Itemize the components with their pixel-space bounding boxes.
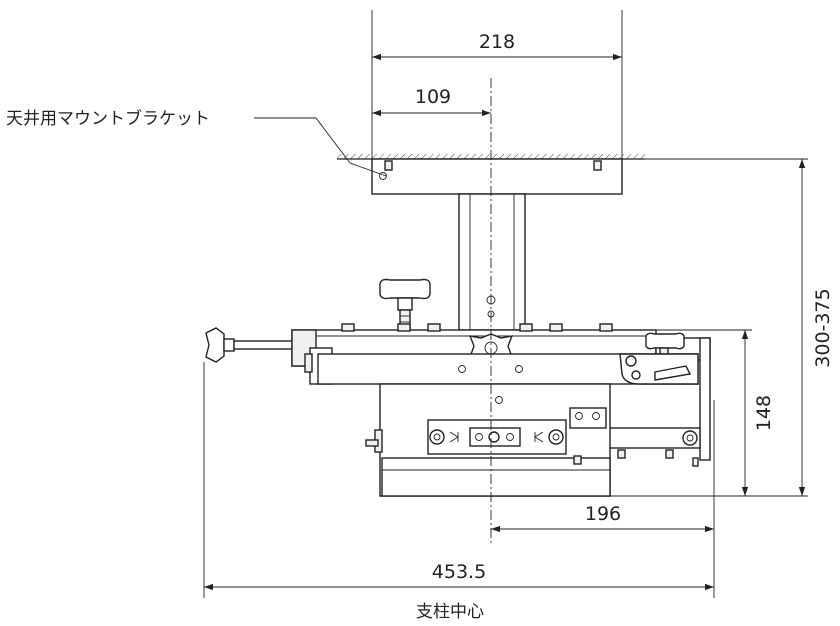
middle-bar xyxy=(304,347,699,385)
left-adjust-knob xyxy=(205,327,295,363)
top-adjust-knob xyxy=(379,278,431,331)
dim-196-label: 196 xyxy=(585,503,621,525)
dimension-196: 196 xyxy=(491,400,715,598)
dim-218-label: 218 xyxy=(479,31,515,53)
bracket-label: 天井用マウントブラケット xyxy=(6,108,210,129)
ceiling-mount-bracket xyxy=(371,158,623,195)
bracket-callout: 天井用マウントブラケット xyxy=(6,108,387,177)
pillar xyxy=(458,193,526,331)
dim-148-label: 148 xyxy=(753,395,775,431)
dimension-148: 148 xyxy=(610,329,808,497)
dim-300-375-label: 300-375 xyxy=(812,288,834,367)
lower-housing xyxy=(365,383,674,497)
pillar-center-label: 支柱中心 xyxy=(416,602,484,622)
ceiling-line xyxy=(337,154,808,160)
dimension-453-5: 453.5 xyxy=(203,362,714,598)
dimension-218: 218 xyxy=(372,31,622,61)
dim-453-5-label: 453.5 xyxy=(432,561,486,583)
dimension-300-375: 300-375 xyxy=(798,159,834,496)
dim-109-label: 109 xyxy=(415,86,451,108)
dimension-109: 109 xyxy=(372,86,491,117)
